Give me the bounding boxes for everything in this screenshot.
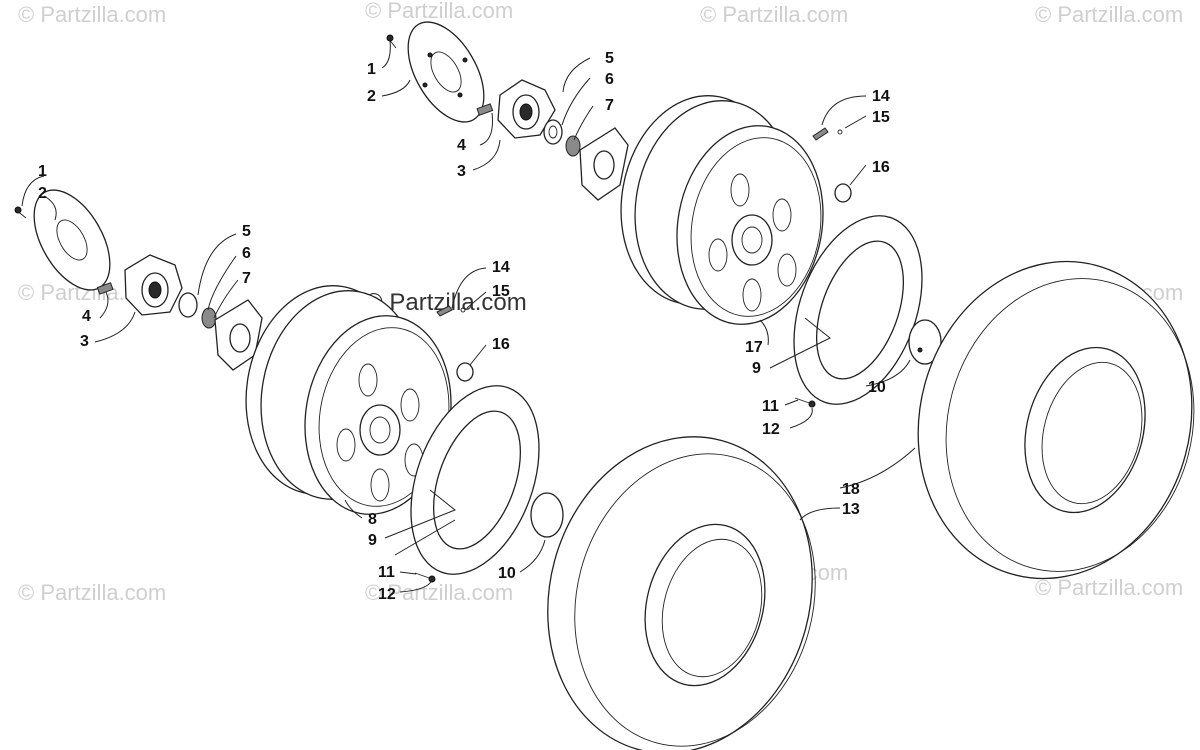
watermark-top-far-right: © Partzilla.com [1035,2,1183,27]
watermark-bottom-left: © Partzilla.com [18,580,166,605]
callout-upper-5: 5 [605,50,614,67]
callout-upper-14: 14 [872,88,890,105]
lower-assembly [14,189,564,583]
callout-upper-15: 15 [872,109,890,126]
callout-lower-16: 16 [492,336,510,353]
valve-stem-icon [436,305,466,317]
callout-upper-2: 2 [367,88,376,105]
callout-lower-6: 6 [242,245,251,262]
rim-icon [245,285,452,515]
valve-stem-icon [812,127,843,141]
callout-upper-6: 6 [605,71,614,88]
bearing-icon [565,135,581,157]
callout-lower-11: 11 [378,564,395,581]
wheel-stud-icon [476,103,494,116]
wheel-stud-icon [96,282,114,295]
tire-front-icon [547,436,816,750]
callout-upper-17: 17 [745,339,763,356]
callout-upper-9: 9 [752,360,761,377]
callout-upper-1: 1 [367,61,376,78]
bolt-icon [794,397,816,408]
hub-plate-icon [579,127,629,201]
beadlock-ring-icon [793,215,923,405]
callout-lower-2: 2 [38,185,47,202]
seal-icon [543,119,563,145]
callout-upper-11: 11 [762,398,779,415]
seal-icon [178,292,198,318]
hub-icon [497,79,556,139]
lug-nut-icon [834,183,852,203]
watermark-top-center: © Partzilla.com [365,0,513,23]
callout-upper-12: 12 [762,421,780,438]
callout-lower-15: 15 [492,283,510,300]
bolt-icon [414,572,436,583]
watermark-bottom-center: © Partzilla.com [365,580,513,605]
callout-lower-10: 10 [498,565,516,582]
callout-labels: 1 2 3 4 5 6 7 14 15 16 17 9 10 11 12 1 2… [38,50,890,603]
upper-assembly [386,21,942,408]
callout-tire-13: 13 [842,501,860,518]
callout-upper-3: 3 [457,163,466,180]
tire-rear-icon [917,260,1195,580]
callout-lower-3: 3 [80,333,89,350]
hub-plate-icon [214,299,263,371]
callout-lower-7: 7 [242,270,251,287]
leader-lines [21,39,916,593]
callout-lower-14: 14 [492,259,510,276]
center-cap-icon [908,319,942,365]
hub-icon [124,254,183,316]
bearing-icon [201,307,217,329]
callout-upper-16: 16 [872,159,890,176]
callout-lower-12: 12 [378,586,396,603]
callout-lower-8: 8 [368,511,377,528]
callout-lower-1: 1 [38,163,47,180]
lug-nut-icon [456,362,474,382]
watermark-top-right: © Partzilla.com [700,2,848,27]
callout-tire-18: 18 [842,481,860,498]
callout-upper-7: 7 [605,97,614,114]
callout-lower-9: 9 [368,532,377,549]
callout-upper-4: 4 [457,137,466,154]
rim-icon [620,95,824,325]
callout-lower-5: 5 [242,223,251,240]
screw-icon [386,34,397,49]
center-cap-icon [530,492,564,538]
callout-lower-4: 4 [82,308,91,325]
brake-disc-icon [407,21,485,123]
screw-icon [14,206,27,219]
callout-upper-10: 10 [868,379,886,396]
watermark-bottom-right: © Partzilla.com [1035,575,1183,600]
watermark-top-left: © Partzilla.com [18,2,166,27]
